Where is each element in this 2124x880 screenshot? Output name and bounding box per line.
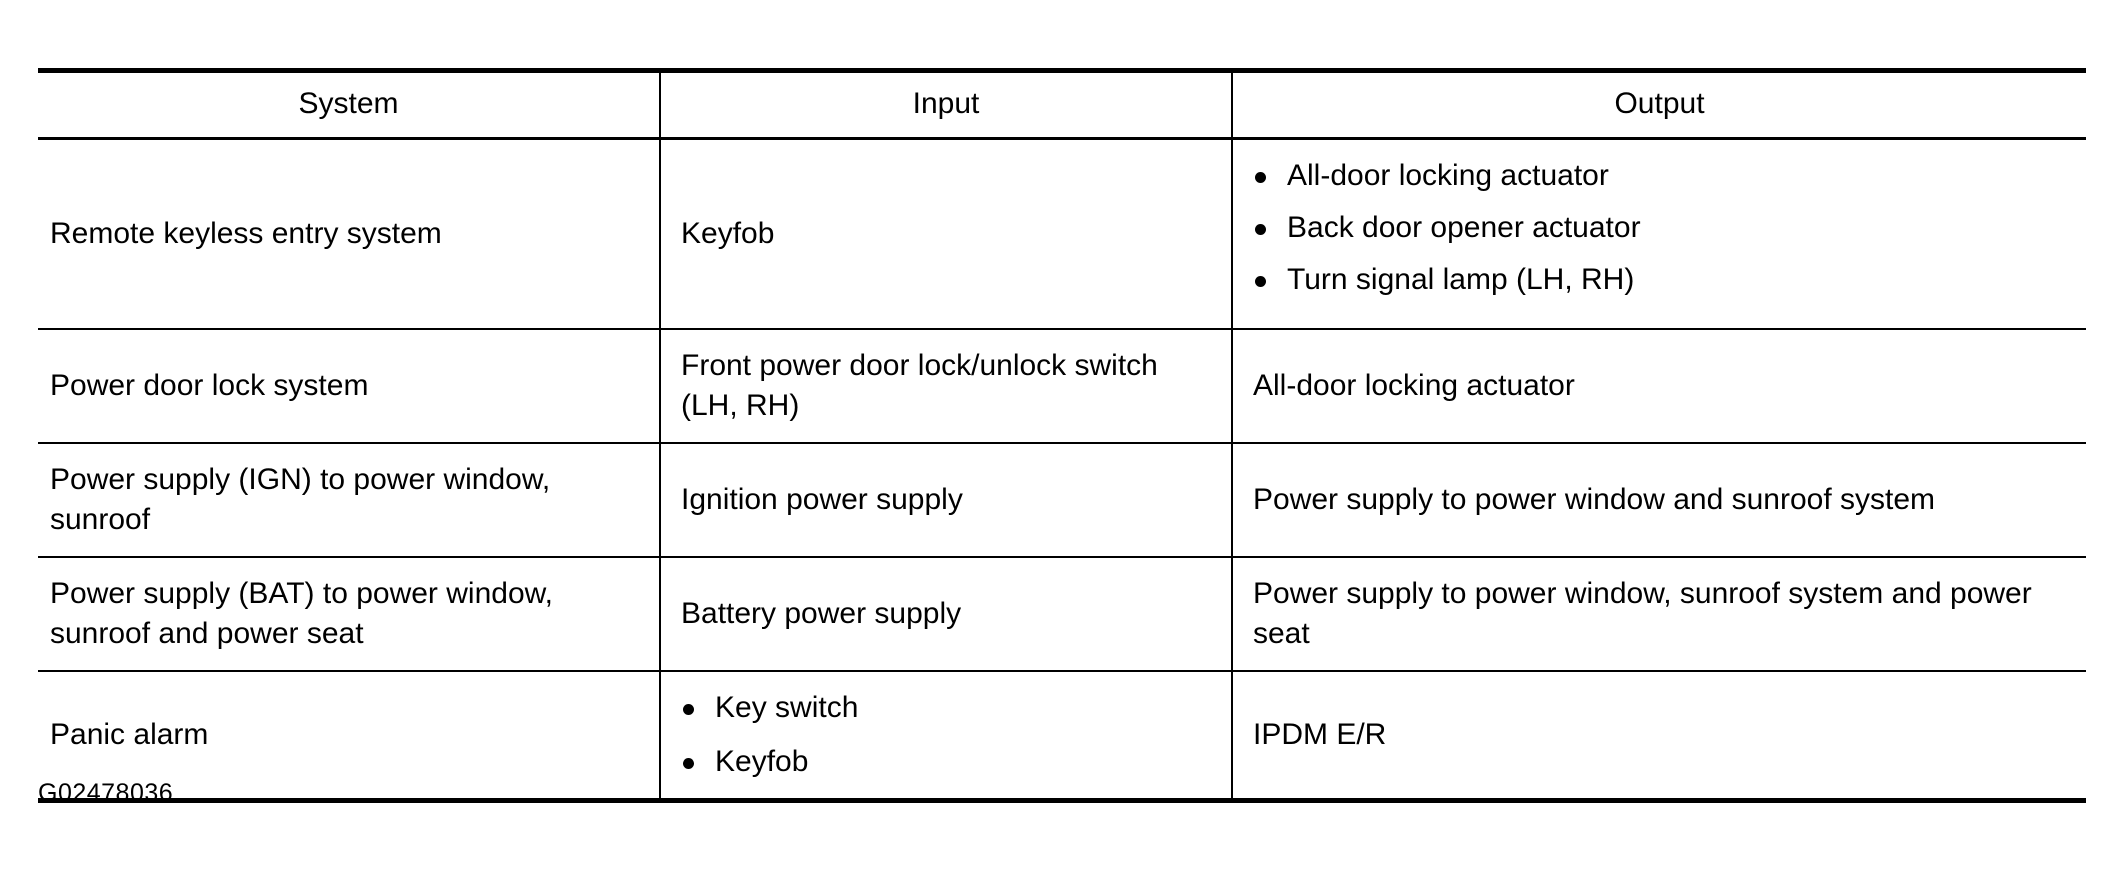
cell-output-text: IPDM E/R [1253,718,1387,751]
cell-output: Power supply to power window and sunroof… [1232,443,2086,558]
cell-output: IPDM E/R [1232,671,2086,803]
cell-system-text: Power door lock system [50,369,369,402]
cell-output: Power supply to power window, sunroof sy… [1232,557,2086,672]
bullet-dot-icon [1255,172,1266,183]
table-row: Power supply (BAT) to power window, sunr… [38,557,2086,672]
column-header-system: System [38,68,661,140]
list-item-label: Key switch [715,691,859,724]
cell-output-text: Power supply to power window, sunroof sy… [1253,577,2032,650]
cell-input-text: Battery power supply [681,597,962,630]
cell-input: Battery power supply [660,557,1233,672]
list-item: Key switch [681,688,1213,728]
cell-system-text: Power supply (BAT) to power window, sunr… [50,577,553,650]
cell-system-text: Panic alarm [50,718,209,751]
list-item-label: Back door opener actuator [1287,211,1641,244]
column-header-input: Input [660,68,1233,140]
cell-system-text: Power supply (IGN) to power window, sunr… [50,463,551,536]
cell-input: Keyfob [660,138,1233,330]
column-header-system-label: System [298,87,399,120]
cell-output-list-wrap: All-door locking actuator Back door open… [1233,140,2086,328]
cell-input: Key switch Keyfob [660,671,1233,803]
list-item: Keyfob [681,742,1213,782]
cell-output-text: Power supply to power window and sunroof… [1253,483,1936,516]
output-bullet-list: All-door locking actuator Back door open… [1253,156,2068,300]
list-item-label: Turn signal lamp (LH, RH) [1287,263,1635,296]
bullet-dot-icon [683,704,694,715]
table-row: Panic alarm Key switch Ke [38,671,2086,803]
cell-system: Remote keyless entry system [38,138,661,330]
column-header-output-label: Output [1614,87,1705,120]
table-header: System Input Output [38,68,2086,140]
bullet-dot-icon [1255,224,1266,235]
cell-system: Power supply (BAT) to power window, sunr… [38,557,661,672]
list-item-label: All-door locking actuator [1287,159,1609,192]
table-header-row: System Input Output [38,68,2086,140]
cell-input-list-wrap: Key switch Keyfob [661,672,1231,798]
column-header-output: Output [1232,68,2086,140]
cell-input: Ignition power supply [660,443,1233,558]
table-body: Remote keyless entry system Keyfob All-d… [38,138,2086,803]
cell-output: All-door locking actuator Back door open… [1232,138,2086,330]
cell-output-text: All-door locking actuator [1253,369,1575,402]
cell-system: Power supply (IGN) to power window, sunr… [38,443,661,558]
figure-code: G02478036 [38,779,174,807]
table-row: Power supply (IGN) to power window, sunr… [38,443,2086,558]
system-input-output-table: System Input Output Remote keyless entry… [38,68,2086,803]
list-item-label: Keyfob [715,745,809,778]
cell-input: Front power door lock/unlock switch (LH,… [660,329,1233,444]
cell-system: Power door lock system [38,329,661,444]
list-item: Turn signal lamp (LH, RH) [1253,260,2068,300]
table-row: Remote keyless entry system Keyfob All-d… [38,138,2086,330]
cell-input-text: Front power door lock/unlock switch (LH,… [681,349,1158,422]
input-bullet-list: Key switch Keyfob [681,688,1213,782]
cell-system: Panic alarm [38,671,661,803]
column-header-input-label: Input [912,87,980,120]
cell-input-text: Keyfob [681,217,775,250]
list-item: All-door locking actuator [1253,156,2068,196]
cell-system-text: Remote keyless entry system [50,217,442,250]
cell-output: All-door locking actuator [1232,329,2086,444]
bullet-dot-icon [683,758,694,769]
cell-input-text: Ignition power supply [681,483,963,516]
bullet-dot-icon [1255,276,1266,287]
table-row: Power door lock system Front power door … [38,329,2086,444]
spec-table-container: System Input Output Remote keyless entry… [38,68,2086,803]
list-item: Back door opener actuator [1253,208,2068,248]
